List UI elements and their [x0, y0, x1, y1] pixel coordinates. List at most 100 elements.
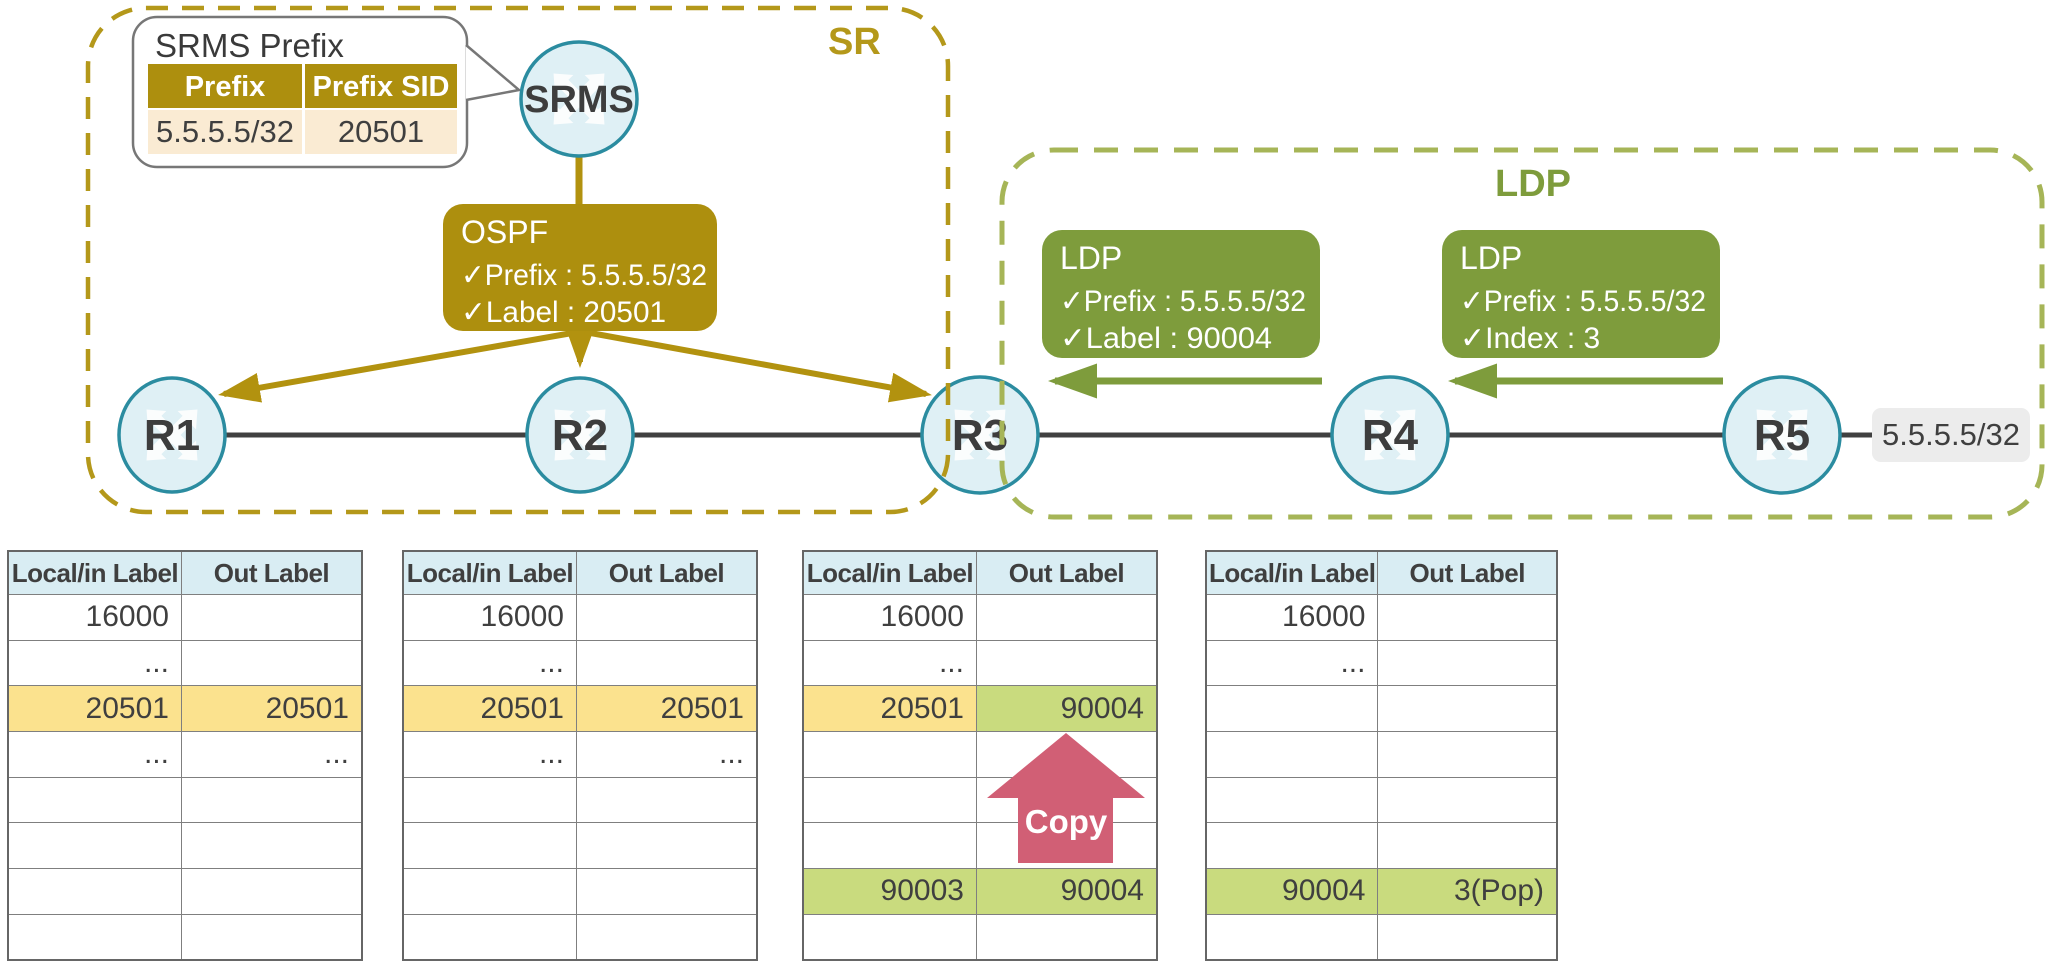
- table-cell: [1377, 913, 1558, 961]
- table-cell: [7, 868, 182, 915]
- table-row: ...: [1205, 639, 1558, 687]
- table-cell: [975, 776, 1158, 824]
- table-cell: 16000: [7, 594, 182, 641]
- callout-title: SRMS Prefix: [155, 27, 344, 64]
- table-cell: [1377, 822, 1558, 870]
- callout-header-prefix: Prefix: [185, 71, 266, 103]
- table-row: 16000: [802, 594, 1158, 641]
- table-cell: [180, 868, 363, 915]
- table-cell: ...: [180, 731, 363, 778]
- table-row: 16000: [1205, 594, 1558, 641]
- router-node-r5: R5: [1722, 375, 1842, 495]
- table-row: [402, 776, 758, 824]
- ospf-box-title: OSPF: [461, 214, 548, 250]
- label-table-r4: Local/in Label Out Label 16000 ... 90004…: [1205, 550, 1558, 961]
- ospf-advertisement-box: OSPF ✓Prefix : 5.5.5.5/32 ✓Label : 20501: [443, 204, 717, 331]
- table-cell: [1377, 639, 1558, 687]
- table-cell: [1377, 776, 1558, 824]
- router-label: R5: [1754, 411, 1810, 460]
- table-cell: 90003: [802, 868, 977, 915]
- table-cell: [575, 639, 758, 687]
- ospf-advert-arrow-to-r1: [218, 329, 579, 403]
- ldp-domain-label: LDP: [1495, 163, 1571, 205]
- table-cell: [802, 776, 977, 824]
- table-cell: [802, 731, 977, 778]
- table-cell: [402, 868, 577, 915]
- table-cell: [575, 776, 758, 824]
- router-label: R2: [552, 411, 608, 460]
- destination-prefix-text: 5.5.5.5/32: [1882, 417, 2020, 452]
- sr-domain-label: SR: [828, 21, 881, 63]
- router-label: R4: [1362, 411, 1419, 460]
- col-header-out-label: Out Label: [180, 550, 363, 595]
- ldp-box-bg: [1442, 230, 1720, 358]
- ospf-advert-arrow-to-r3: [584, 329, 932, 403]
- ldp-advertisement-box-r4-to-r3: LDP ✓Prefix : 5.5.5.5/32 ✓Label : 90004: [1042, 230, 1320, 358]
- table-cell: [975, 913, 1158, 961]
- ldp-box-title: LDP: [1060, 240, 1122, 276]
- table-cell: [402, 776, 577, 824]
- router-label: R1: [144, 411, 200, 460]
- table-row: 16000: [402, 594, 758, 641]
- callout-pointer: [465, 44, 522, 102]
- table-row: [7, 913, 363, 961]
- table-cell: 90004: [1205, 868, 1379, 915]
- table-cell: [180, 913, 363, 961]
- table-row: [1205, 731, 1558, 778]
- table-cell: ...: [7, 639, 182, 687]
- table-cell: [180, 776, 363, 824]
- callout-data-cell: [148, 110, 302, 154]
- table-cell: [975, 822, 1158, 870]
- router-node-r3: R3: [920, 375, 1040, 495]
- srms-label: SRMS: [524, 79, 634, 121]
- table-row: [1205, 776, 1558, 824]
- table-cell: 16000: [402, 594, 577, 641]
- table-cell: ...: [7, 731, 182, 778]
- col-header-local-label: Local/in Label: [1205, 550, 1379, 595]
- srms-prefix-callout: SRMS Prefix Prefix Prefix SID 5.5.5.5/32…: [131, 15, 522, 169]
- table-row: [402, 913, 758, 961]
- table-cell: [1205, 822, 1379, 870]
- table-cell: ...: [1205, 639, 1379, 687]
- table-row: ...: [802, 639, 1158, 687]
- col-header-out-label: Out Label: [1377, 550, 1558, 595]
- table-cell: 16000: [1205, 594, 1379, 641]
- col-header-out-label: Out Label: [575, 550, 758, 595]
- badge-bg: [1872, 408, 2030, 462]
- table-row: 16000: [7, 594, 363, 641]
- table-cell: [180, 822, 363, 870]
- table-row: ......: [402, 731, 758, 778]
- label-table-r2: Local/in Label Out Label 16000 ... 20501…: [402, 550, 758, 961]
- router-node-r2: R2: [525, 376, 635, 494]
- table-row: [7, 868, 363, 915]
- table-cell: ...: [402, 639, 577, 687]
- table-cell: [975, 639, 1158, 687]
- table-cell: [575, 822, 758, 870]
- table-cell: 90004: [975, 868, 1158, 915]
- table-row: [402, 868, 758, 915]
- ospf-box-prefix-line: ✓Prefix : 5.5.5.5/32: [461, 259, 707, 292]
- col-header-out-label: Out Label: [975, 550, 1158, 595]
- ospf-box-label-line: ✓Label : 20501: [461, 296, 666, 329]
- table-cell: [402, 913, 577, 961]
- table-cell: ...: [575, 731, 758, 778]
- destination-prefix-badge: 5.5.5.5/32: [1872, 408, 2030, 462]
- table-row: [7, 776, 363, 824]
- table-cell: [802, 913, 977, 961]
- table-cell: 16000: [802, 594, 977, 641]
- table-cell: [1205, 685, 1379, 733]
- table-cell: [1377, 594, 1558, 641]
- callout-header-cell: [148, 64, 302, 108]
- table-row: [802, 822, 1158, 870]
- table-row: [802, 776, 1158, 824]
- table-row: ......: [7, 731, 363, 778]
- table-row: [802, 731, 1158, 778]
- col-header-local-label: Local/in Label: [402, 550, 577, 595]
- ldp-advertisement-box-r5-to-r4: LDP ✓Prefix : 5.5.5.5/32 ✓Index : 3: [1442, 230, 1720, 358]
- table-cell: 20501: [402, 685, 577, 733]
